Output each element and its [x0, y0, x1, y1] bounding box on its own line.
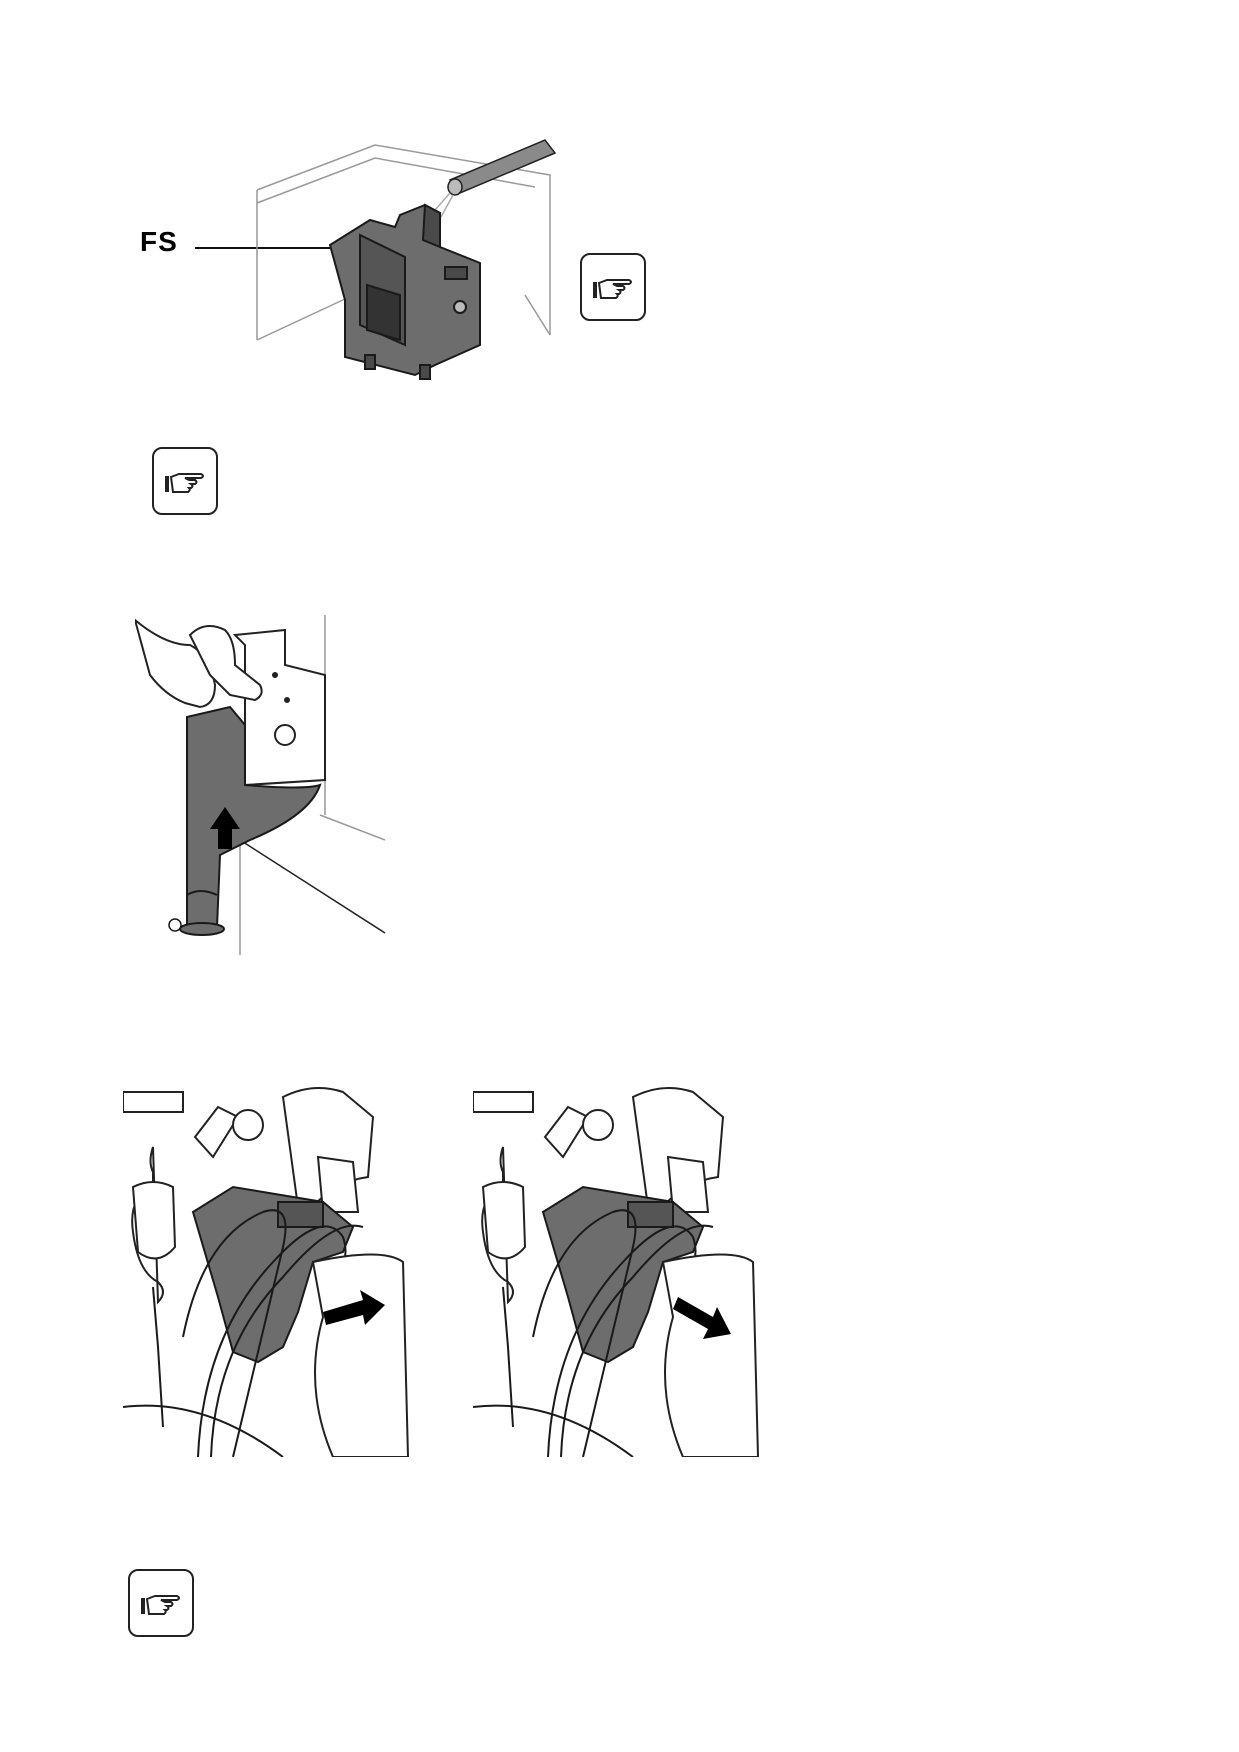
figure-funnel-insert — [135, 615, 386, 955]
arrow-right-icon — [323, 1290, 385, 1325]
fs-component-body — [328, 203, 481, 380]
hands — [135, 618, 263, 709]
hand — [661, 1253, 760, 1457]
arrow-down-right-icon — [673, 1297, 731, 1339]
wires — [123, 1209, 364, 1457]
water-tube — [434, 139, 557, 218]
wires — [473, 1209, 714, 1457]
fs-callout-label: FS — [140, 226, 178, 257]
funnel — [168, 705, 322, 936]
bracket-plate — [232, 628, 326, 787]
pointing-hand-icon — [580, 253, 646, 321]
wall-lines — [256, 144, 551, 341]
up-arrow-icon — [210, 807, 240, 849]
figure-fs-component — [195, 139, 557, 380]
hand — [311, 1253, 410, 1457]
figure-detach-step-2 — [473, 1087, 796, 1457]
figure-detach-step-1 — [123, 1087, 446, 1457]
pointing-hand-icon — [128, 1569, 194, 1637]
pointing-hand-icon — [152, 447, 218, 515]
